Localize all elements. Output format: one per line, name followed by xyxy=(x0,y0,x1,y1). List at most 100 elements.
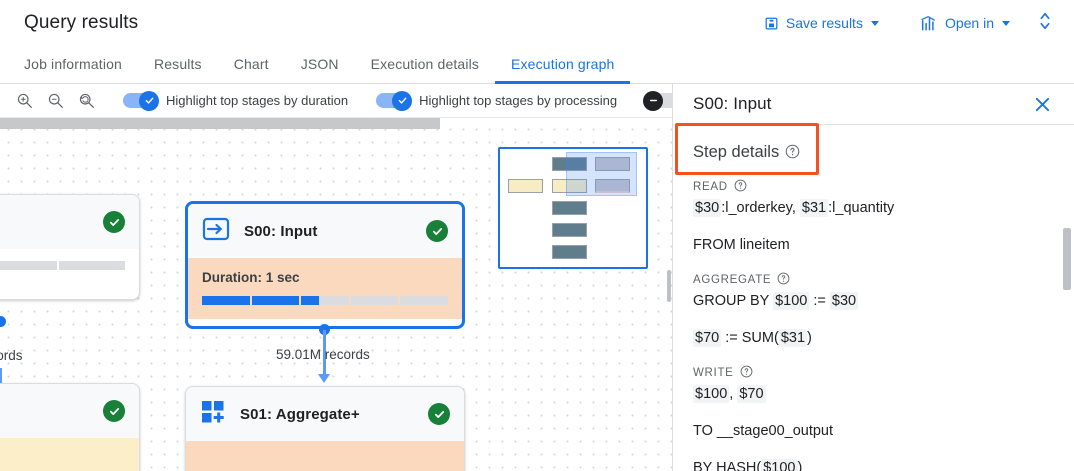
help-circle-icon[interactable] xyxy=(777,272,790,288)
node-title: S00: Input xyxy=(244,222,318,240)
detail-value: BY HASH($100) xyxy=(693,458,1054,471)
minimap-node xyxy=(552,179,587,193)
page-header: Query results Save results xyxy=(0,0,1074,46)
minimap-node xyxy=(552,223,587,237)
node-duration-label: Duration: 1 sec xyxy=(202,270,300,285)
tab-chart[interactable]: Chart xyxy=(233,56,269,72)
minimap-node xyxy=(552,245,587,259)
toggle-switch-off[interactable] xyxy=(643,90,680,111)
node-title: S01: Aggregate+ xyxy=(240,405,360,423)
toggle-processing-label: Highlight top stages by processing xyxy=(419,93,618,108)
open-in-button[interactable]: Open in xyxy=(917,9,1014,37)
chart-bar-icon xyxy=(921,15,938,31)
node-body xyxy=(0,249,139,284)
detail-label-text: WRITE xyxy=(693,367,734,380)
zoom-reset-button[interactable] xyxy=(78,92,95,109)
node-body xyxy=(0,438,139,471)
node-header xyxy=(0,195,139,249)
tab-execution-graph[interactable]: Execution graph xyxy=(495,56,631,84)
detail-label-text: AGGREGATE xyxy=(693,274,772,287)
detail-value: GROUP BY $100 := $30 xyxy=(693,292,859,311)
status-success-icon xyxy=(426,220,448,242)
node-header: S01: Aggregate+ xyxy=(186,387,464,441)
save-results-button[interactable]: Save results xyxy=(760,9,883,37)
detail-label-text: READ xyxy=(693,181,728,193)
detail-value: FROM lineitem xyxy=(693,237,790,254)
help-circle-icon[interactable] xyxy=(734,179,747,195)
execution-graph-canvas[interactable]: ecords S00 xyxy=(0,118,674,471)
panel-header: S00: Input xyxy=(673,84,1074,124)
detail-block-to: TO __stage00_output xyxy=(693,421,1054,442)
expand-collapse-icon xyxy=(1038,11,1052,36)
minimap-viewport[interactable] xyxy=(566,152,637,196)
open-in-label: Open in xyxy=(944,15,994,31)
check-icon xyxy=(145,97,153,104)
toggle-third[interactable] xyxy=(643,90,680,111)
toggle-duration-label: Highlight top stages by duration xyxy=(166,93,349,108)
status-success-icon xyxy=(103,400,125,422)
save-icon xyxy=(764,16,779,31)
help-circle-icon[interactable] xyxy=(740,365,753,381)
close-panel-button[interactable] xyxy=(1029,91,1056,118)
page-title: Query results xyxy=(24,12,139,33)
toggle-switch-on[interactable] xyxy=(123,90,159,111)
tab-bar: Job information Results Chart JSON Execu… xyxy=(0,46,1074,84)
toggle-knob xyxy=(392,90,413,111)
detail-block-byhash: BY HASH($100) xyxy=(693,458,1054,471)
toggle-knob xyxy=(643,90,664,111)
detail-block-write: WRITE $100, $70 xyxy=(693,365,1054,405)
expand-collapse-button[interactable] xyxy=(1028,5,1062,42)
graph-node-s00-input[interactable]: S00: Input Duration: 1 sec xyxy=(185,201,465,329)
minimap-node xyxy=(552,157,587,171)
detail-block-aggregate: AGGREGATE GROUP BY $100 := $30 xyxy=(693,272,1054,312)
graph-node-partial-bottom[interactable] xyxy=(0,383,140,471)
zoom-out-button[interactable] xyxy=(47,92,64,109)
tab-job-information[interactable]: Job information xyxy=(24,56,122,72)
input-arrow-icon xyxy=(202,216,230,247)
detail-value: TO __stage00_output xyxy=(693,423,834,440)
panel-content: Step details READ xyxy=(673,125,1074,471)
node-body: Duration: 1 sec xyxy=(188,258,462,319)
edge-record-count-label: 59.01M records xyxy=(276,347,370,362)
aggregate-plus-icon xyxy=(200,399,226,430)
toggle-knob xyxy=(139,90,159,111)
help-circle-icon[interactable] xyxy=(785,144,800,159)
edge-line xyxy=(323,330,326,376)
step-details-panel: S00: Input Step details xyxy=(672,84,1074,471)
detail-label: AGGREGATE xyxy=(693,272,1054,288)
toggle-switch-on[interactable] xyxy=(376,90,413,111)
tab-results[interactable]: Results xyxy=(153,56,202,72)
status-success-icon xyxy=(103,211,125,233)
graph-node-s01-aggregate[interactable]: S01: Aggregate+ xyxy=(185,386,465,471)
step-details-heading: Step details xyxy=(693,125,1054,176)
edge-line-partial xyxy=(0,368,2,394)
node-body xyxy=(186,441,464,471)
minus-icon xyxy=(649,99,657,102)
detail-block-sum: $70 := SUM($31) xyxy=(693,328,1054,349)
toggle-highlight-processing[interactable]: Highlight top stages by processing xyxy=(376,90,618,111)
detail-block-from: FROM lineitem xyxy=(693,235,1054,256)
panel-inner-scrollbar[interactable] xyxy=(667,270,671,302)
node-header xyxy=(0,384,139,438)
edge-arrowhead-icon xyxy=(318,374,330,383)
page-vertical-scrollbar[interactable] xyxy=(1063,228,1071,290)
graph-minimap[interactable] xyxy=(498,147,648,269)
minimap-node xyxy=(595,157,630,171)
toggle-highlight-duration[interactable]: Highlight top stages by duration xyxy=(123,90,349,111)
chevron-down-icon xyxy=(1002,20,1010,26)
graph-toolbar: Highlight top stages by duration Highlig… xyxy=(0,84,680,118)
minimap-node xyxy=(508,179,543,193)
zoom-in-button[interactable] xyxy=(16,92,33,109)
canvas-horizontal-scrollbar[interactable] xyxy=(0,118,440,129)
tab-execution-details[interactable]: Execution details xyxy=(370,56,480,72)
edge-source-dot xyxy=(319,324,330,335)
detail-label: WRITE xyxy=(693,365,1054,381)
node-progress-bar xyxy=(0,261,125,270)
tab-json[interactable]: JSON xyxy=(300,56,339,72)
graph-node-partial-top[interactable] xyxy=(0,194,140,300)
zoom-in-icon xyxy=(17,93,32,108)
node-header: S00: Input xyxy=(188,204,462,258)
save-results-label: Save results xyxy=(785,15,863,31)
zoom-out-icon xyxy=(48,93,63,108)
detail-value: $100, $70 xyxy=(693,385,766,404)
